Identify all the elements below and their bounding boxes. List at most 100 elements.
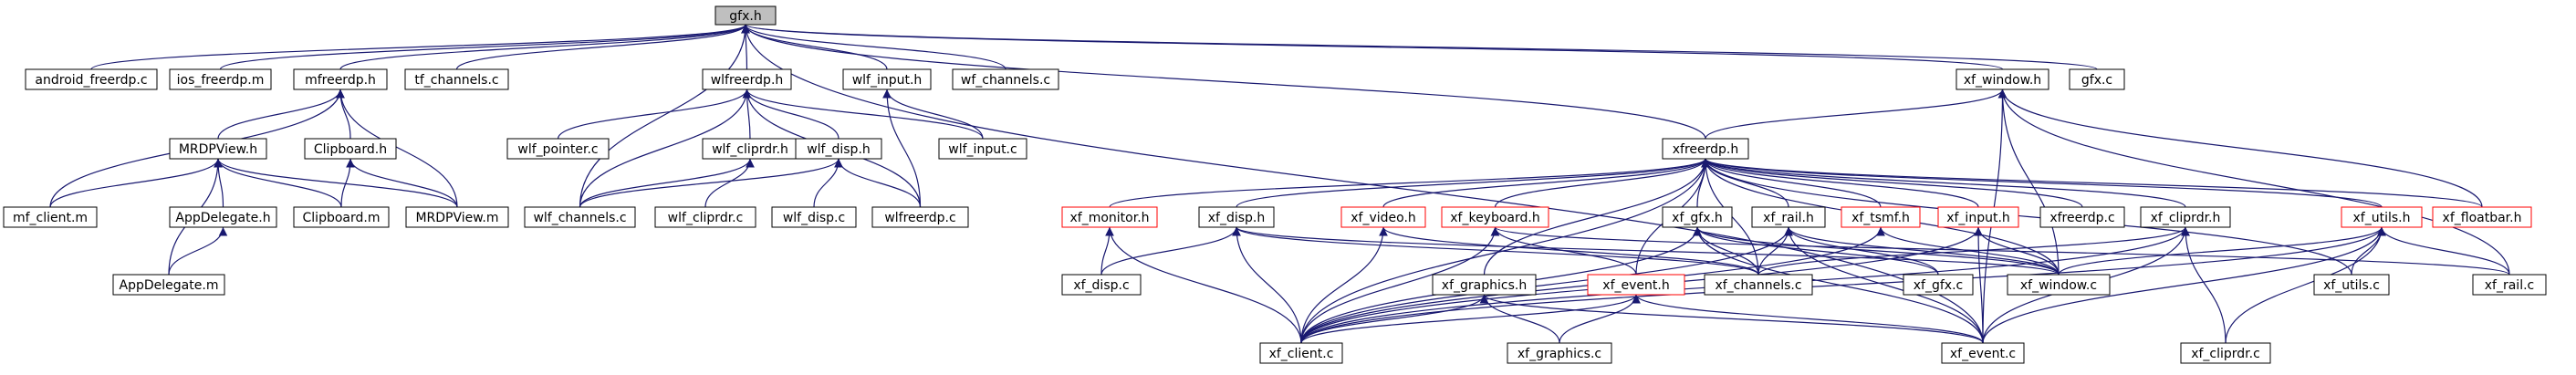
edge-xf_rail_c-to-xf_window_h bbox=[1997, 89, 2510, 276]
edge-xf_window_c-to-xf_disp_h bbox=[1232, 226, 2060, 276]
edge-mf_client_m-to-mrdpview_h bbox=[49, 158, 223, 208]
node-xf-window-c[interactable]: xf_window.c bbox=[2007, 274, 2111, 296]
node-label: tf_channels.c bbox=[414, 73, 498, 88]
node-android-freerdp-c[interactable]: android_freerdp.c bbox=[25, 68, 158, 90]
node-box bbox=[3, 206, 98, 228]
edge-xf_floatbar_h-to-xf_window_h bbox=[1997, 89, 2483, 208]
edge-xf_client_c-to-xf_utils_h bbox=[1300, 226, 2386, 344]
node-box bbox=[1937, 206, 2019, 228]
node-clipboard-m[interactable]: Clipboard.m bbox=[293, 206, 390, 228]
node-mrdpview-m[interactable]: MRDPView.m bbox=[405, 206, 509, 228]
node-label: wf_channels.c bbox=[961, 73, 1050, 88]
node-xf-tsmf-h[interactable]: xf_tsmf.h bbox=[1841, 206, 1921, 228]
node-xf-gfx-h[interactable]: xf_gfx.h bbox=[1662, 206, 1733, 228]
node-xf-client-c[interactable]: xf_client.c bbox=[1259, 342, 1343, 364]
node-box bbox=[2039, 206, 2125, 228]
node-gfx-c[interactable]: gfx.c bbox=[2069, 68, 2125, 90]
node-box bbox=[1198, 206, 1275, 228]
edge-xfreerdp_h-to-gfx_h bbox=[741, 24, 1706, 140]
node-mf-client-m[interactable]: mf_client.m bbox=[3, 206, 98, 228]
edge-wlf_disp_c-to-wlf_disp_h bbox=[813, 158, 843, 208]
node-label: xf_utils.c bbox=[2323, 278, 2380, 293]
node-wlf-pointer-c[interactable]: wlf_pointer.c bbox=[506, 138, 610, 160]
edge-clipboard_m-to-mrdpview_h bbox=[214, 158, 342, 208]
node-xf-utils-h[interactable]: xf_utils.h bbox=[2341, 206, 2423, 228]
node-xf-gfx-c[interactable]: xf_gfx.c bbox=[1903, 274, 1974, 296]
node-label: xf_monitor.h bbox=[1069, 211, 1149, 225]
edge-xf_event_c-to-xf_graphics_h bbox=[1479, 294, 1984, 344]
node-ios-freerdp-m[interactable]: ios_freerdp.m bbox=[169, 68, 272, 90]
edge-xf_event_h-to-xf_keyboard_h bbox=[1490, 226, 1637, 276]
node-xf-window-h[interactable]: xf_window.h bbox=[1955, 68, 2049, 90]
node-box bbox=[2007, 274, 2111, 296]
node-xf-cliprdr-h[interactable]: xf_cliprdr.h bbox=[2140, 206, 2231, 228]
node-wlf-cliprdr-c[interactable]: wlf_cliprdr.c bbox=[654, 206, 756, 228]
node-label: gfx.h bbox=[729, 9, 761, 24]
node-xf-cliprdr-c[interactable]: xf_cliprdr.c bbox=[2180, 342, 2271, 364]
edge-xf_keyboard_h-to-xfreerdp_h bbox=[1494, 158, 1710, 208]
node-xf-channels-c[interactable]: xf_channels.c bbox=[1704, 274, 1813, 296]
node-appdelegate-h[interactable]: AppDelegate.h bbox=[169, 206, 277, 228]
node-box bbox=[1587, 274, 1685, 296]
node-box bbox=[1903, 274, 1974, 296]
node-wlfreerdp-h[interactable]: wlfreerdp.h bbox=[702, 68, 792, 90]
node-wlfreerdp-c[interactable]: wlfreerdp.c bbox=[871, 206, 969, 228]
node-xf-graphics-h[interactable]: xf_graphics.h bbox=[1432, 274, 1537, 296]
node-wlf-input-h[interactable]: wlf_input.h bbox=[842, 68, 932, 90]
node-gfx-h[interactable]: gfx.h bbox=[714, 5, 777, 26]
edge-gfx_c-to-gfx_h bbox=[741, 24, 2098, 70]
node-xf-utils-c[interactable]: xf_utils.c bbox=[2313, 274, 2390, 296]
node-box bbox=[405, 206, 509, 228]
node-wlf-disp-h[interactable]: wlf_disp.h bbox=[795, 138, 882, 160]
edge-xf_client_c-to-xf_video_h bbox=[1300, 226, 1388, 344]
node-wlf-channels-c[interactable]: wlf_channels.c bbox=[524, 206, 636, 228]
edge-xf_client_c-to-xf_disp_h bbox=[1232, 226, 1302, 344]
node-xf-event-h[interactable]: xf_event.h bbox=[1587, 274, 1685, 296]
edge-wlfreerdp_c-to-wlf_disp_h bbox=[834, 158, 922, 208]
node-xfreerdp-c[interactable]: xfreerdp.c bbox=[2039, 206, 2125, 228]
node-label: mfreerdp.h bbox=[305, 73, 376, 88]
edge-xf_client_c-to-xf_keyboard_h bbox=[1300, 226, 1500, 344]
node-xf-floatbar-h[interactable]: xf_floatbar.h bbox=[2432, 206, 2532, 228]
edge-wlfreerdp_c-to-wlf_input_h bbox=[882, 89, 922, 208]
node-box bbox=[1751, 206, 1826, 228]
edge-mrdpview_m-to-mrdpview_h bbox=[214, 158, 458, 208]
node-xf-graphics-c[interactable]: xf_graphics.c bbox=[1507, 342, 1612, 364]
edge-wlf_channels_c-to-wlfreerdp_h bbox=[579, 89, 752, 208]
node-box bbox=[1662, 206, 1733, 228]
node-xf-disp-h[interactable]: xf_disp.h bbox=[1198, 206, 1275, 228]
node-wlf-input-c[interactable]: wlf_input.c bbox=[938, 138, 1027, 160]
node-appdelegate-m[interactable]: AppDelegate.m bbox=[112, 274, 225, 296]
node-xf-monitor-h[interactable]: xf_monitor.h bbox=[1061, 206, 1158, 228]
node-xf-rail-c[interactable]: xf_rail.c bbox=[2472, 274, 2547, 296]
node-mfreerdp-h[interactable]: mfreerdp.h bbox=[293, 68, 388, 90]
node-xf-rail-h[interactable]: xf_rail.h bbox=[1751, 206, 1826, 228]
node-tf-channels-c[interactable]: tf_channels.c bbox=[404, 68, 509, 90]
node-xf-event-c[interactable]: xf_event.c bbox=[1941, 342, 2025, 364]
node-xf-disp-c[interactable]: xf_disp.c bbox=[1061, 274, 1142, 296]
node-xf-keyboard-h[interactable]: xf_keyboard.h bbox=[1441, 206, 1549, 228]
node-box bbox=[1061, 206, 1158, 228]
edge-appdelegate_m-to-appdelegate_h bbox=[168, 226, 228, 276]
node-xfreerdp-h[interactable]: xfreerdp.h bbox=[1662, 138, 1749, 160]
edge-xf_disp_c-to-xf_disp_h bbox=[1100, 226, 1241, 276]
node-box bbox=[25, 68, 158, 90]
node-xf-input-h[interactable]: xf_input.h bbox=[1937, 206, 2019, 228]
edge-xf_graphics_h-to-xfreerdp_h bbox=[1483, 158, 1710, 276]
node-wf-channels-c[interactable]: wf_channels.c bbox=[952, 68, 1059, 90]
node-clipboard-h[interactable]: Clipboard.h bbox=[304, 138, 397, 160]
node-mrdpview-h[interactable]: MRDPView.h bbox=[169, 138, 267, 160]
edge-xf_channels_c-to-xf_video_h bbox=[1379, 226, 1759, 276]
edge-xf_utils_c-to-xfreerdp_h bbox=[1701, 158, 2352, 276]
edge-xf_channels_c-to-xf_disp_h bbox=[1232, 226, 1759, 276]
node-wlf-disp-c[interactable]: wlf_disp.c bbox=[771, 206, 857, 228]
node-wlf-cliprdr-h[interactable]: wlf_cliprdr.h bbox=[702, 138, 798, 160]
node-label: xf_video.h bbox=[1351, 211, 1416, 225]
node-box bbox=[2313, 274, 2390, 296]
node-label: mf_client.m bbox=[13, 211, 88, 225]
node-box bbox=[952, 68, 1059, 90]
node-box bbox=[2180, 342, 2271, 364]
node-label: xf_disp.c bbox=[1073, 278, 1129, 293]
node-xf-video-h[interactable]: xf_video.h bbox=[1340, 206, 1426, 228]
node-label: xf_input.h bbox=[1946, 211, 2010, 225]
